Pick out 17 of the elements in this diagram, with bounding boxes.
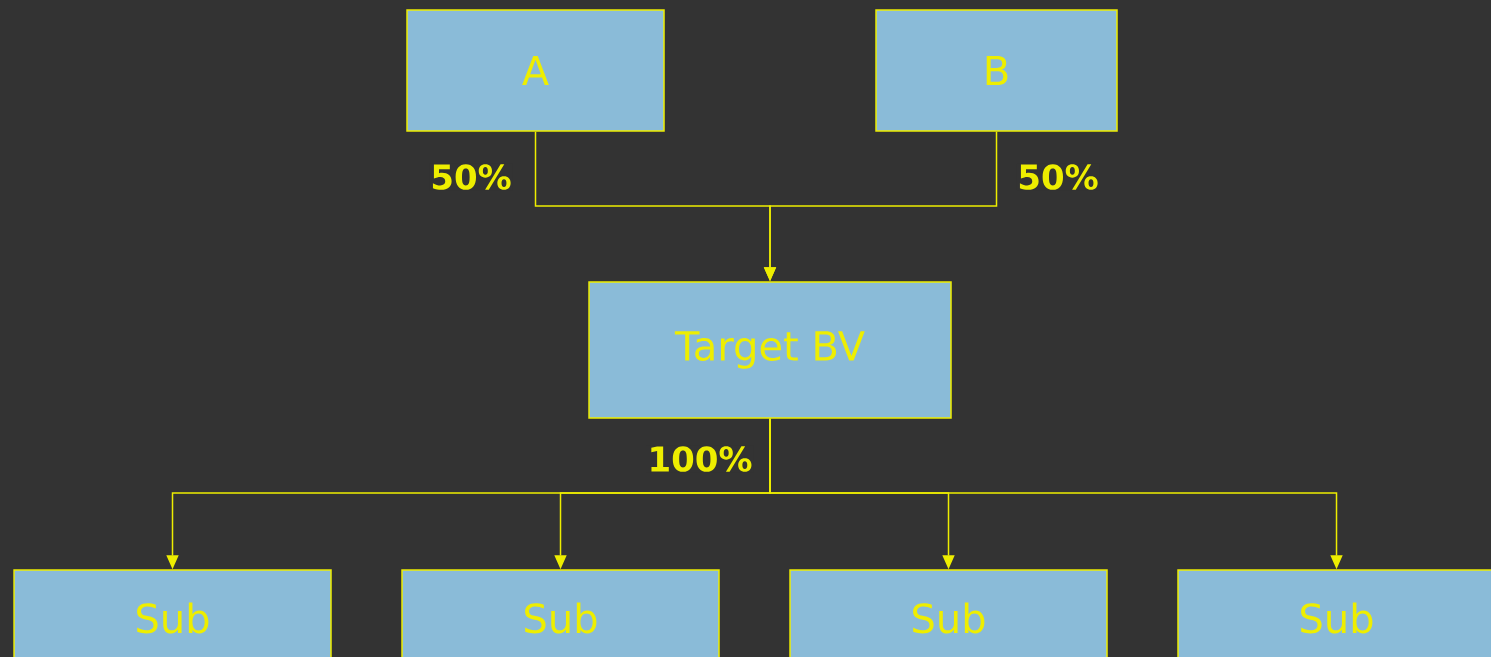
org-box [13, 569, 332, 657]
org-box [789, 569, 1108, 657]
percent-label: 50% [1016, 163, 1100, 191]
box-label: B [986, 55, 1008, 86]
box-label: Sub [525, 602, 597, 634]
percent-label: 100% [646, 445, 754, 473]
box-label: Target BV [674, 331, 865, 369]
box-label: Sub [913, 602, 985, 634]
org-box [1177, 569, 1491, 657]
percent-label: 50% [429, 163, 513, 191]
box-label: A [522, 55, 549, 86]
org-box [406, 9, 665, 132]
org-box [401, 569, 720, 657]
box-label: Sub [137, 602, 209, 634]
box-label: Sub [1301, 602, 1373, 634]
org-box [588, 281, 952, 419]
org-box [875, 9, 1118, 132]
